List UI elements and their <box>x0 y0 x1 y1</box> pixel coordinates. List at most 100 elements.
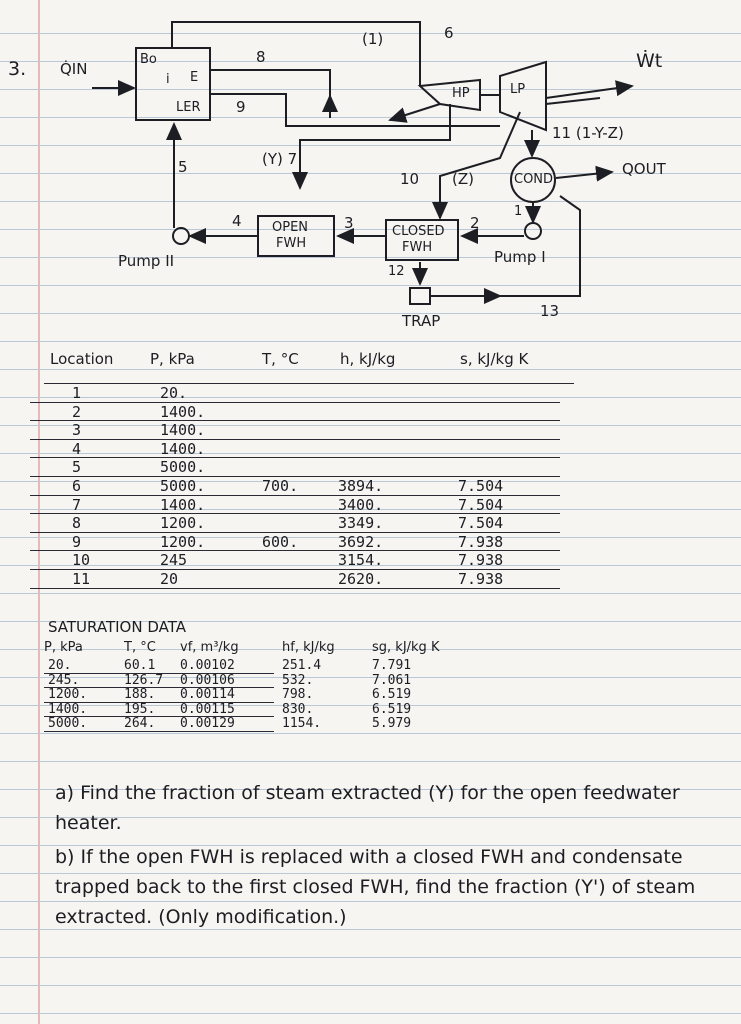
open-fwh-label-1: OPEN <box>272 220 309 235</box>
state-cell: 1400. <box>160 439 206 458</box>
state-cell: 3 <box>72 421 82 440</box>
state-cell: 1200. <box>160 514 206 533</box>
closed-fwh-label-2: FWH <box>402 240 433 255</box>
saturation-cell: 188. <box>124 687 156 702</box>
state-cell: 7.938 <box>458 532 504 551</box>
saturation-cell: 0.00115 <box>180 701 235 717</box>
saturation-cell: 6.519 <box>372 687 412 702</box>
state-cell: 7.938 <box>458 551 504 570</box>
state-cell: 5000. <box>160 477 206 495</box>
state-header-p: P, kPa <box>150 350 195 368</box>
trap-box <box>409 287 431 305</box>
closed-fwh-box <box>385 219 459 261</box>
state-cell: 3692. <box>338 532 384 551</box>
state-12: 12 <box>388 264 405 279</box>
boiler-label-i: i <box>166 72 170 87</box>
state-13: 13 <box>540 302 560 320</box>
state-cell: 11 <box>72 570 91 588</box>
state-row-rule <box>30 587 560 589</box>
saturation-cell: 798. <box>282 687 314 702</box>
state-row-rule <box>30 420 560 422</box>
boiler-label-bo: Bo <box>140 52 157 67</box>
state-cell: 4 <box>72 439 82 458</box>
state-6: 6 <box>444 24 454 42</box>
state-9: 9 <box>236 98 246 116</box>
saturation-cell: 7.791 <box>372 658 412 673</box>
state-row-rule <box>30 457 560 459</box>
state-cell: 1400. <box>160 402 206 421</box>
trap-label: TRAP <box>402 312 441 330</box>
saturation-cell: 251.4 <box>282 658 322 673</box>
state-8: 8 <box>256 48 266 66</box>
cycle-diagram <box>92 21 634 305</box>
saturation-row-rule <box>44 701 274 703</box>
state-cell: 1400. <box>160 495 206 514</box>
saturation-cell: 264. <box>124 716 156 731</box>
state-row-rule <box>30 401 560 403</box>
state-cell: 10 <box>72 551 91 570</box>
saturation-title: SATURATION DATA <box>48 618 186 636</box>
sat-header-hf: hf, kJ/kg <box>282 640 335 655</box>
saturation-cell: 0.00129 <box>180 716 235 731</box>
state-cell: 2 <box>72 402 82 421</box>
hp-turbine <box>417 78 481 112</box>
state-cell: 1 <box>72 384 82 402</box>
state-cell: 5 <box>72 458 82 477</box>
state-row-rule <box>30 476 560 477</box>
state-cell: 20. <box>160 384 188 402</box>
q-in-label: Q̇IN <box>60 60 88 78</box>
sat-header-vf: vf, m³/kg <box>180 640 239 655</box>
state-5: 5 <box>178 158 188 176</box>
state-cell: 1200. <box>160 532 206 551</box>
state-row-rule <box>30 513 560 515</box>
state-cell: 8 <box>72 514 82 533</box>
pump-2 <box>172 227 190 245</box>
saturation-cell: 5000. <box>48 716 88 731</box>
cond-label: COND <box>514 172 554 187</box>
sat-header-sg: sg, kJ/kg K <box>372 640 440 655</box>
state-cell: 9 <box>72 532 82 551</box>
state-cell: 2620. <box>338 570 384 588</box>
boiler-label-ler: LER <box>176 100 201 115</box>
state-cell: 3349. <box>338 514 384 533</box>
state-cell: 245 <box>160 551 188 570</box>
state-cell: 7.504 <box>458 514 504 533</box>
saturation-cell: 60.1 <box>124 658 156 673</box>
saturation-row-rule <box>44 672 274 674</box>
state-z: (Z) <box>452 170 474 188</box>
state-1-top: (1) <box>362 30 384 48</box>
state-cell: 3894. <box>338 477 384 495</box>
saturation-cell: 6.519 <box>372 701 412 717</box>
saturation-cell: 0.00114 <box>180 687 235 702</box>
pump-2-label: Pump II <box>118 252 175 270</box>
saturation-cell: 245. <box>48 672 80 688</box>
saturation-cell: 1200. <box>48 687 88 702</box>
saturation-cell: 532. <box>282 672 314 688</box>
pump-1 <box>524 222 542 240</box>
state-row-rule <box>30 569 560 570</box>
state-header-t: T, °C <box>262 350 299 368</box>
wt-label: Ẇt <box>636 50 663 72</box>
saturation-cell: 5.979 <box>372 716 412 731</box>
state-4: 4 <box>232 212 242 230</box>
state-cell: 6 <box>72 477 82 495</box>
lp-label: LP <box>510 82 526 97</box>
state-3: 3 <box>344 214 354 232</box>
state-row-rule <box>30 550 560 552</box>
state-row-rule <box>30 531 560 533</box>
saturation-cell: 0.00102 <box>180 658 235 673</box>
margin-line <box>38 0 40 1024</box>
question-a: a) Find the fraction of steam extracted … <box>55 782 680 834</box>
state-cell: 7 <box>72 495 82 514</box>
sat-header-p: P, kPa <box>44 640 83 655</box>
saturation-cell: 1400. <box>48 701 88 717</box>
state-row-rule <box>30 438 560 440</box>
saturation-cell: 1154. <box>282 716 322 731</box>
state-cell: 5000. <box>160 458 206 477</box>
saturation-cell: 126.7 <box>124 672 164 688</box>
state-header-h: h, kJ/kg <box>340 350 396 368</box>
state-cell: 1400. <box>160 421 206 440</box>
state-cell: 7.938 <box>458 570 504 588</box>
lp-turbine <box>499 60 547 132</box>
